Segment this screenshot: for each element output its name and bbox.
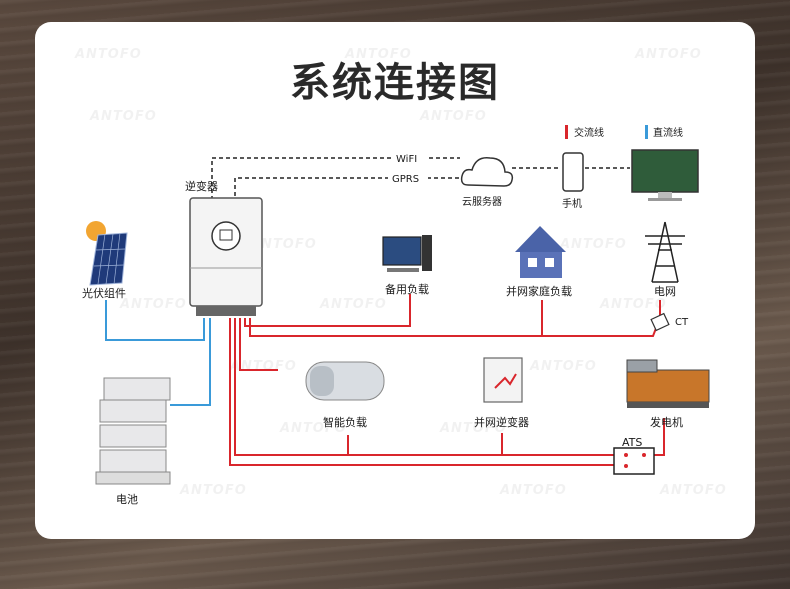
monitor <box>631 149 699 201</box>
grid-tower-icon <box>645 221 685 283</box>
watermark: ANTOFO <box>344 47 412 62</box>
home-load-line <box>249 300 543 337</box>
inverter-display-icon <box>211 221 241 251</box>
dc-legend-label: 直流线 <box>653 126 683 139</box>
backup-load: 备用负载 <box>382 235 432 296</box>
watermark: ANTOFO <box>659 483 727 498</box>
watermark: ANTOFO <box>179 483 247 498</box>
ac-lines <box>229 294 665 466</box>
generator-label: 发电机 <box>650 415 683 429</box>
home-load-label: 并网家庭负载 <box>506 284 572 298</box>
cloud-label: 云服务器 <box>462 195 502 208</box>
gprs-line <box>234 177 460 196</box>
battery-module <box>103 377 171 401</box>
phone: 手机 <box>562 152 584 210</box>
wifi-label: WiFI <box>396 154 417 165</box>
grid-label: 电网 <box>654 285 676 298</box>
ct-label: CT <box>675 317 689 328</box>
house-icon <box>515 226 566 252</box>
cloud-server: 云服务器 <box>460 157 514 208</box>
battery-module <box>99 424 167 448</box>
watermark: ANTOFO <box>529 359 597 374</box>
comm-lines <box>211 157 630 200</box>
watermark: ANTOFO <box>559 237 627 252</box>
smart-load-ctrl-line <box>239 318 278 371</box>
legend: 交流线 直流线 <box>565 125 683 139</box>
watermark: ANTOFO <box>74 47 142 62</box>
monitor-icon <box>631 149 699 193</box>
generator-icon <box>626 369 710 403</box>
inverter: 逆变器 <box>185 179 263 316</box>
dc-lines <box>105 300 211 406</box>
solar-panel-icon <box>89 232 128 286</box>
watermark: ANTOFO <box>319 297 387 312</box>
watermark: ANTOFO <box>89 109 157 124</box>
ac-legend-swatch <box>565 125 568 139</box>
generator: 发电机 <box>626 359 710 429</box>
watermark: ANTOFO <box>279 421 347 436</box>
ats-box <box>613 447 655 475</box>
watermark: ANTOFO <box>249 237 317 252</box>
wifi-label-bg <box>392 152 428 164</box>
diagram-title: 系统连接图 <box>290 60 500 106</box>
grid-inverter-label: 并网逆变器 <box>474 415 529 429</box>
phone-icon <box>562 152 584 192</box>
watermark: ANTOFO <box>499 483 567 498</box>
watermark: ANTOFO <box>634 47 702 62</box>
grid-inverter-line <box>234 318 620 456</box>
ct-icon <box>650 312 670 332</box>
smart-load: 智能负载 <box>305 361 385 429</box>
inverter-label: 逆变器 <box>185 179 218 193</box>
battery-label: 电池 <box>116 493 138 506</box>
wifi-line <box>211 157 460 200</box>
ac-legend-label: 交流线 <box>574 126 604 139</box>
grid-inverter: 并网逆变器 <box>474 357 529 429</box>
gprs-label-bg <box>388 172 428 184</box>
gprs-label: GPRS <box>392 174 419 185</box>
ct-sensor: CT <box>650 312 689 332</box>
inverter-body <box>189 197 263 307</box>
ats-label: ATS <box>622 436 642 449</box>
battery-base <box>95 471 171 485</box>
watermark: ANTOFO <box>439 421 507 436</box>
generator-ats-line <box>229 318 620 466</box>
dc-legend-swatch <box>645 125 648 139</box>
battery-stack: 电池 <box>95 377 171 506</box>
battery-module <box>99 449 167 473</box>
watermark: ANTOFO <box>419 109 487 124</box>
solar-panel: 光伏组件 <box>82 221 128 300</box>
smart-load-label: 智能负载 <box>323 415 367 429</box>
battery-module <box>99 399 167 423</box>
phone-label: 手机 <box>562 197 582 210</box>
backup-load-label: 备用负载 <box>385 282 429 296</box>
ats: ATS <box>613 436 655 475</box>
grid: 电网 <box>645 221 685 298</box>
pv-dc-line <box>105 300 205 341</box>
watermark: ANTOFO <box>119 297 187 312</box>
watermark-layer: ANTOFO ANTOFO ANTOFO ANTOFO ANTOFO ANTOF… <box>74 47 727 498</box>
cloud-icon <box>460 157 514 187</box>
watermark: ANTOFO <box>599 297 667 312</box>
backup-load-line <box>244 294 411 327</box>
computer-icon <box>382 236 422 266</box>
solar-label: 光伏组件 <box>82 286 126 300</box>
home-load: 并网家庭负载 <box>506 226 572 298</box>
battery-dc-line <box>170 318 211 406</box>
inverter-ports <box>196 306 256 316</box>
